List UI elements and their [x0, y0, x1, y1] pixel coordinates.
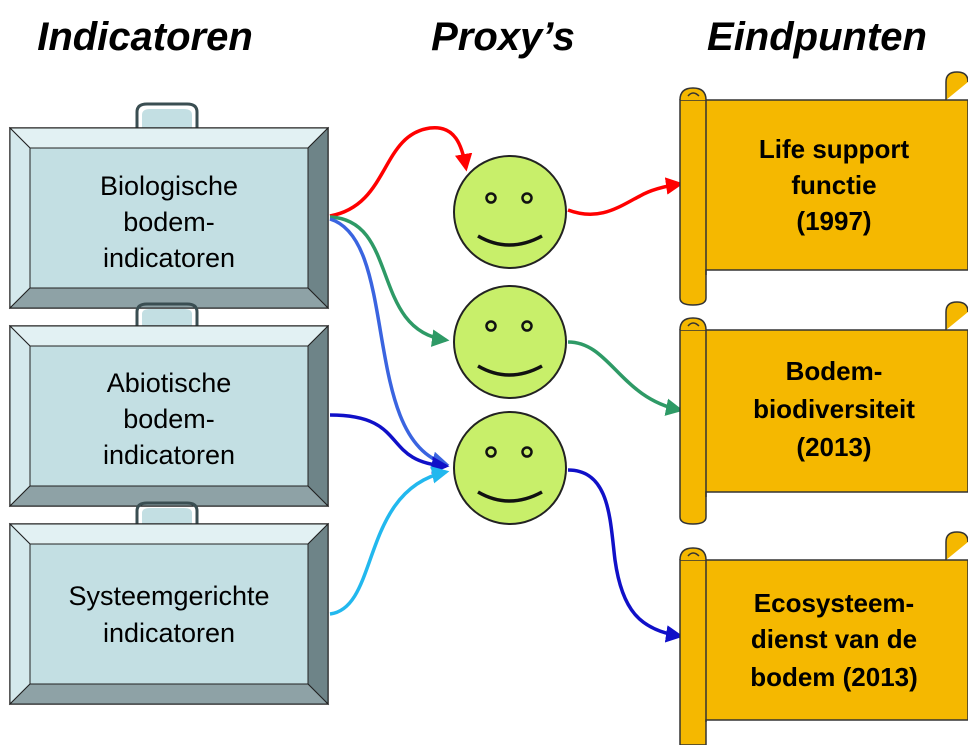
endpoint-label-line: Bodem- — [786, 356, 883, 386]
indicator-box-label-line: indicatoren — [103, 440, 235, 470]
endpoint-label-line: biodiversiteit — [753, 394, 915, 424]
arrow-bio-to-proxy2 — [329, 215, 450, 347]
indicator-box-system: Systeemgerichte indicatoren — [8, 501, 330, 706]
smiley-face-3 — [453, 411, 567, 525]
endpoint-label-line: Ecosysteem- — [754, 588, 914, 618]
endpoint-scroll-life-support: Life support functie (1997) — [679, 71, 968, 306]
indicator-box-label-line: Abiotische — [107, 368, 232, 398]
box-handle — [135, 302, 199, 326]
indicator-box-label-line: bodem- — [123, 404, 215, 434]
box-handle — [135, 501, 199, 524]
heading-proxies: Proxy’s — [431, 15, 575, 59]
endpoint-scroll-biodiversity: Bodem- biodiversiteit (2013) — [679, 301, 968, 525]
endpoint-label-line: (1997) — [796, 206, 871, 236]
endpoint-label-line: Life support — [759, 134, 910, 164]
arrow-abiotic-to-proxy3 — [329, 413, 450, 474]
indicator-box-label-line: Systeemgerichte — [68, 581, 269, 611]
arrow-proxy3-to-endpoint3 — [567, 468, 684, 643]
indicator-box-label-line: Biologische — [100, 171, 238, 201]
indicator-box-label-line: indicatoren — [103, 618, 235, 648]
arrow-proxy2-to-endpoint2 — [567, 340, 684, 416]
box-handle — [135, 102, 199, 128]
endpoint-label-line: bodem (2013) — [750, 662, 918, 692]
arrow-bio-to-proxy1 — [329, 126, 473, 218]
heading-endpoints: Eindpunten — [707, 15, 927, 59]
indicator-box-abiotic: Abiotische bodem- indicatoren — [8, 302, 330, 508]
arrow-system-to-proxy3 — [329, 466, 450, 616]
endpoint-label-line: (2013) — [796, 432, 871, 462]
indicator-box-label-line: bodem- — [123, 207, 215, 237]
arrow-bio-to-proxy3 — [329, 217, 450, 469]
arrow-proxy1-to-endpoint1 — [567, 177, 684, 216]
indicator-box-label-line: indicatoren — [103, 243, 235, 273]
endpoint-label-line: dienst van de — [751, 624, 917, 654]
heading-indicators: Indicatoren — [37, 15, 253, 59]
indicator-box-biological: Biologische bodem- indicatoren — [8, 102, 330, 310]
endpoint-label-line: functie — [791, 170, 876, 200]
smiley-face-1 — [453, 155, 567, 269]
smiley-face-2 — [453, 285, 567, 399]
endpoint-scroll-ecosystem-service: Ecosysteem- dienst van de bodem (2013) — [679, 531, 968, 745]
